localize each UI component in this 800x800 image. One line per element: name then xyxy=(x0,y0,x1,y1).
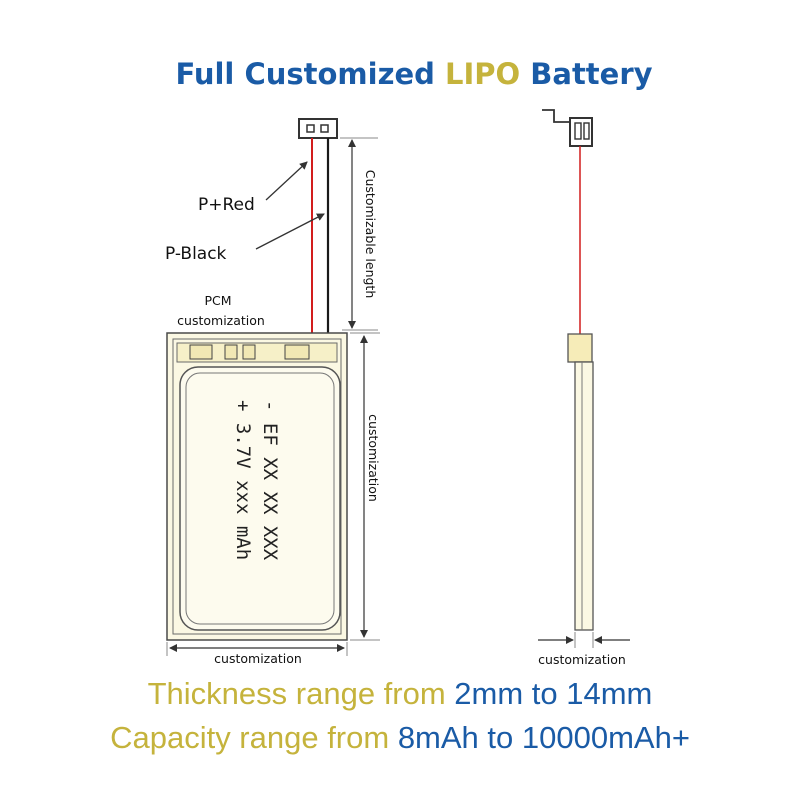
p-black-label: P-Black xyxy=(165,244,227,264)
battery-front xyxy=(166,332,348,641)
customizable-length-label: Customizable length xyxy=(363,170,378,299)
width-customization-label: customization xyxy=(214,651,302,666)
battery-side xyxy=(567,333,594,631)
title: Full Customized LIPO Battery xyxy=(175,57,652,91)
capacity-range-line: Capacity range from 8mAh to 10000mAh+ xyxy=(110,720,690,755)
p-red-leader xyxy=(265,161,308,201)
p-black-leader xyxy=(255,213,325,250)
thickness-range-label: Thickness range from xyxy=(148,676,455,711)
thickness-dimension xyxy=(538,632,630,648)
battery-model-text: - EF XX XX XXX xyxy=(259,400,281,561)
pcm-customization-label: customization xyxy=(177,313,265,328)
capacity-range-label: Capacity range from xyxy=(110,720,398,755)
capacity-range-value: 8mAh to 10000mAh+ xyxy=(398,720,690,755)
title-part-full-customized: Full Customized xyxy=(175,57,445,91)
title-part-lipo: LIPO xyxy=(445,57,520,91)
thickness-customization-label: customization xyxy=(538,652,626,667)
battery-spec-text: + 3.7V xxx mAh xyxy=(232,400,254,560)
height-customization-label: customization xyxy=(366,414,381,502)
connector-front xyxy=(298,118,338,139)
title-part-battery: Battery xyxy=(520,57,652,91)
width-dimension xyxy=(166,642,348,656)
pcm-label: PCM xyxy=(204,293,231,308)
p-red-label: P+Red xyxy=(198,195,255,215)
thickness-range-value: 2mm to 14mm xyxy=(454,676,652,711)
connector-side xyxy=(542,109,593,147)
height-dimension xyxy=(350,332,380,641)
length-dimension xyxy=(340,137,378,331)
thickness-range-line: Thickness range from 2mm to 14mm xyxy=(148,676,653,711)
